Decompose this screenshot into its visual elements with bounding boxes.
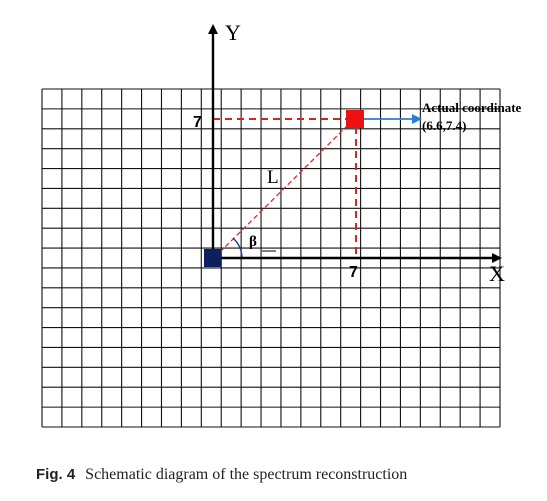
x-tick-label: 7 [349,264,358,281]
angle-beta-label: β [249,234,257,250]
segment-l-dashed [213,121,352,259]
actual-coordinate-value: (6.6,7.4) [422,118,466,133]
x-axis-label: X [489,261,505,286]
angle-arc [232,237,243,259]
figure-caption-text: Schematic diagram of the spectrum recons… [85,466,408,483]
segment-l-label: L [267,167,279,188]
y-axis-label: Y [225,20,241,45]
y-tick-label: 7 [193,114,202,131]
origin-square [204,249,221,267]
figure-number: Fig. 4 [36,466,76,483]
actual-coordinate-square [346,110,364,128]
figure-caption: Fig. 4 Schematic diagram of the spectrum … [36,466,536,484]
actual-coordinate-title: Actual coordinate [422,100,522,115]
